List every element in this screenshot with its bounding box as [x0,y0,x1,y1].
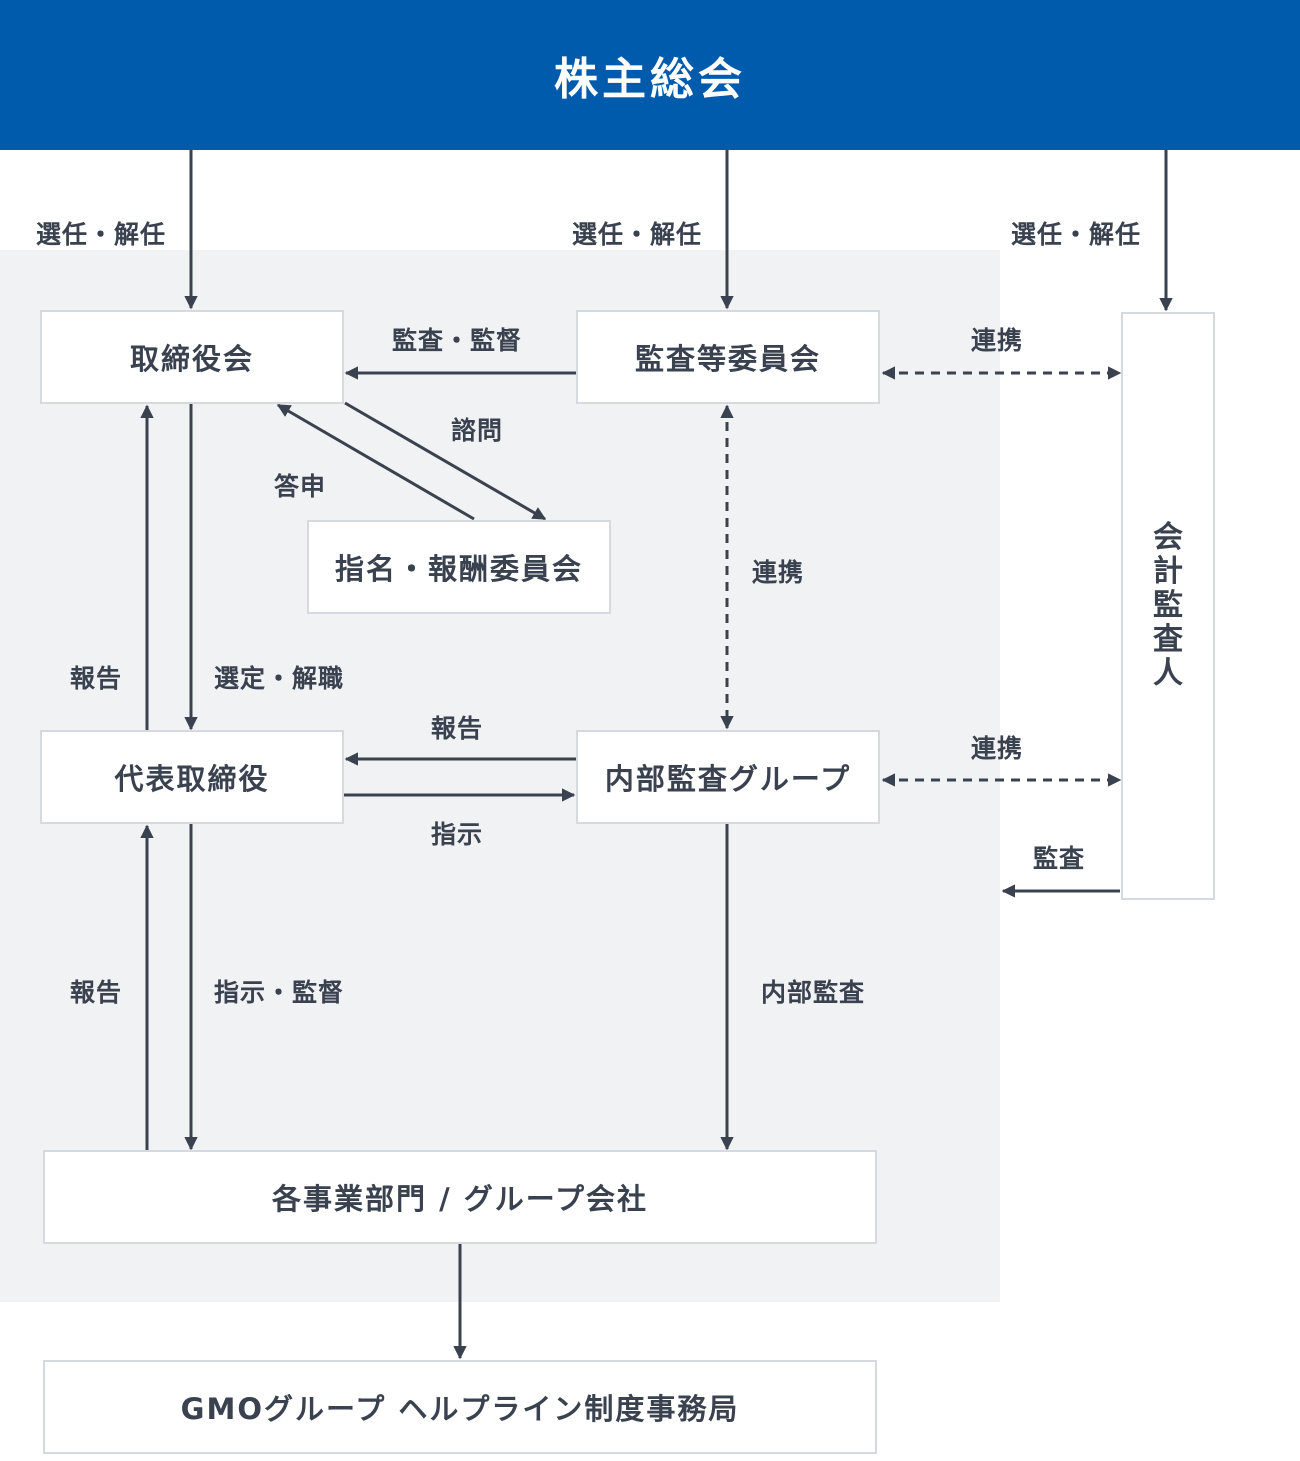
label-elect-dismiss-accountant: 選任・解任 [1011,220,1142,249]
accounting-auditor-box: 会 計 監 査 人 [1121,312,1215,900]
arrow-board-to-nomination [344,401,547,521]
accounting-auditor-char: 計 [1153,554,1183,589]
general-shareholders-meeting-header: 株主総会 [0,0,1300,150]
audit-committee-label: 監査等委員会 [634,342,821,376]
nomination-committee-box: 指名・報酬委員会 [307,520,611,614]
representative-director-box: 代表取締役 [40,730,344,824]
label-internal-audit: 内部監査 [761,978,866,1007]
label-elect-dismiss-audit: 選任・解任 [572,220,703,249]
label-instruct-supervise: 指示・監督 [214,978,345,1007]
accounting-auditor-char: 査 [1153,622,1183,657]
page-title: 株主総会 [554,54,746,105]
label-report-board: 報告 [70,664,123,693]
internal-audit-group-label: 内部監査グループ [604,762,852,796]
accounting-auditor-char: 会 [1153,520,1183,555]
label-select-dismiss: 選定・解職 [214,664,345,693]
board-of-directors-box: 取締役会 [40,310,344,404]
accounting-auditor-char: 監 [1153,588,1183,623]
business-units-label: 各事業部門 / グループ会社 [271,1182,649,1216]
label-audit: 監査 [1033,844,1086,873]
label-elect-dismiss-board: 選任・解任 [36,220,167,249]
helpline-office-box: GMOグループ ヘルプライン制度事務局 [43,1360,877,1454]
label-coop-internal-accountant: 連携 [971,734,1024,763]
business-units-box: 各事業部門 / グループ会社 [43,1150,877,1244]
accounting-auditor-char: 人 [1153,656,1183,691]
label-report-internal: 報告 [431,714,484,743]
label-coop-audit-internal: 連携 [752,558,805,587]
label-instruct: 指示 [431,820,484,849]
label-coop-audit-accountant: 連携 [971,326,1024,355]
label-report-units: 報告 [70,978,123,1007]
arrow-nomination-to-board [276,403,475,521]
label-audit-supervise: 監査・監督 [392,326,523,355]
internal-audit-group-box: 内部監査グループ [576,730,880,824]
board-of-directors-label: 取締役会 [129,342,254,376]
audit-committee-box: 監査等委員会 [576,310,880,404]
helpline-office-label: GMOグループ ヘルプライン制度事務局 [180,1392,740,1426]
label-report-back: 答申 [274,472,327,501]
nomination-committee-label: 指名・報酬委員会 [334,552,583,586]
representative-director-label: 代表取締役 [114,762,270,796]
label-consult: 諮問 [451,416,504,445]
